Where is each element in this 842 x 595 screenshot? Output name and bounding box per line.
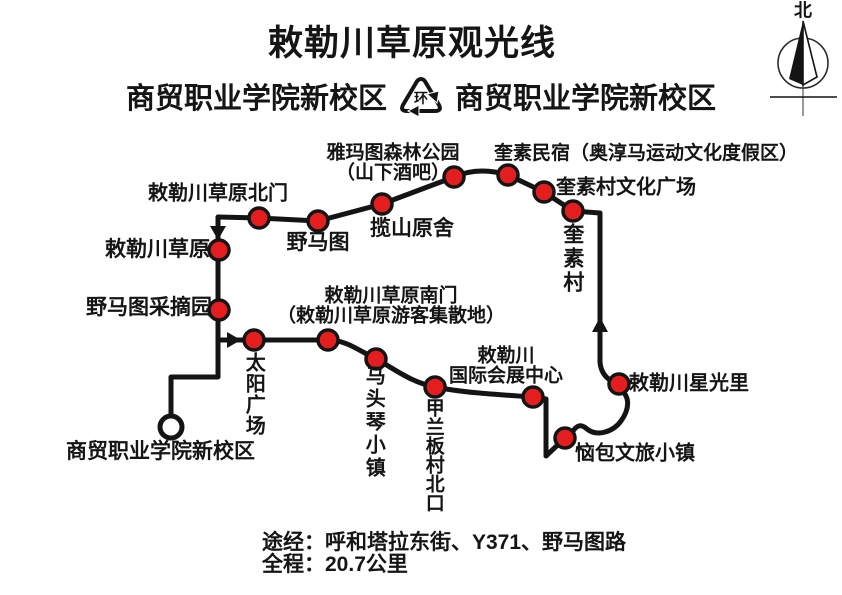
stop-label-yematu-orchard: 野马图采摘园 bbox=[86, 296, 212, 320]
stop-label-chilechuan-grassland: 敕勒川草原 bbox=[105, 238, 210, 262]
subtitle: 商贸职业学院新校区 环 商贸职业学院新校区 bbox=[126, 74, 716, 118]
stop-starlight bbox=[607, 372, 631, 396]
stop-naobao-town bbox=[553, 426, 577, 450]
stop-chilechuan-grassland bbox=[207, 238, 231, 262]
stop-label-yamatu-park-line2: （山下酒吧） bbox=[335, 162, 451, 183]
route-hook-path bbox=[562, 386, 631, 441]
stop-label-kuisu-culture-plaza: 奎素村文化广场 bbox=[556, 176, 696, 199]
stop-label-yematu: 野马图 bbox=[286, 231, 350, 255]
stop-label-sun-plaza: 太阳广场 bbox=[242, 352, 265, 436]
loop-symbol-text: 环 bbox=[414, 90, 428, 106]
page-title: 敕勒川草原观光线 bbox=[267, 23, 557, 63]
route-distance-note: 全程：20.7公里 bbox=[262, 553, 408, 577]
terminus-stop bbox=[157, 413, 185, 441]
stop-yamatu-park bbox=[442, 165, 466, 189]
loop-arrowhead-right-icon bbox=[425, 90, 440, 104]
compass bbox=[770, 20, 837, 116]
stop-north-gate bbox=[247, 206, 271, 230]
stop-label-jialanban-north: 甲兰板村北口 bbox=[422, 398, 444, 512]
stop-south-gate bbox=[316, 328, 340, 352]
stop-label-starlight: 敕勒川星光里 bbox=[629, 372, 749, 395]
subtitle-from: 商贸职业学院新校区 bbox=[125, 83, 387, 115]
route-arrows bbox=[210, 226, 608, 348]
stop-label-south-gate: 敕勒川草原南门 （敕勒川草原游客集散地） bbox=[277, 286, 505, 325]
route-via-note: 途经：呼和塔拉东街、Y371、野马图路 bbox=[262, 531, 627, 555]
stop-jialanban-north bbox=[423, 375, 447, 399]
compass-north-label: 北 bbox=[794, 0, 812, 21]
stop-label-matouqin-town: 马头琴小镇 bbox=[362, 365, 385, 480]
loop-icon: 环 bbox=[400, 77, 442, 118]
stop-kuisu-culture-plaza bbox=[532, 180, 556, 204]
direction-arrow-east-icon bbox=[227, 332, 241, 348]
direction-arrow-north-icon bbox=[592, 317, 608, 332]
stop-kuisu-minsu bbox=[496, 163, 520, 187]
loop-arrowhead-left-icon bbox=[406, 104, 420, 118]
stop-label-north-gate: 敕勒川草原北门 bbox=[148, 182, 288, 205]
stop-yematu-orchard bbox=[207, 298, 231, 322]
loop-triangle bbox=[400, 77, 442, 113]
route-stops bbox=[207, 163, 631, 450]
stop-label-convention-line2: 国际会展中心 bbox=[448, 365, 564, 386]
compass-needle-light bbox=[802, 20, 818, 87]
stop-label-yamatu-park-line1: 雅玛图森林公园 bbox=[326, 142, 460, 164]
stop-label-south-gate-line2: （敕勒川草原游客集散地） bbox=[276, 305, 506, 326]
stop-label-convention-line1: 敕勒川 bbox=[477, 345, 535, 367]
stop-label-yamatu-park: 雅玛图森林公园 （山下酒吧） bbox=[326, 143, 459, 182]
stop-label-lanshan-yuanshe: 揽山原舍 bbox=[370, 217, 454, 241]
stop-matouqin-town bbox=[364, 347, 388, 371]
stop-label-naobao-town: 恼包文旅小镇 bbox=[575, 442, 695, 465]
stop-yematu bbox=[306, 209, 330, 233]
subtitle-to: 商贸职业学院新校区 bbox=[455, 83, 717, 115]
stop-label-convention-center: 敕勒川 国际会展中心 bbox=[449, 346, 563, 385]
stop-sun-plaza bbox=[242, 328, 266, 352]
stop-convention-center bbox=[521, 385, 545, 409]
direction-arrow-south-icon bbox=[210, 226, 226, 240]
stop-label-south-gate-line1: 敕勒川草原南门 bbox=[324, 285, 458, 307]
terminus-label: 商贸职业学院新校区 bbox=[66, 440, 255, 464]
compass-needle-dark bbox=[789, 21, 803, 85]
stop-kuisu-village bbox=[561, 199, 585, 223]
route-south-path bbox=[215, 337, 568, 459]
stop-label-kuisu-minsu: 奎素民宿（奥淳马运动文化度假区） bbox=[494, 143, 799, 165]
stop-label-kuisu-village: 奎素村 bbox=[560, 223, 584, 295]
stop-lanshan-yuanshe bbox=[370, 192, 394, 216]
